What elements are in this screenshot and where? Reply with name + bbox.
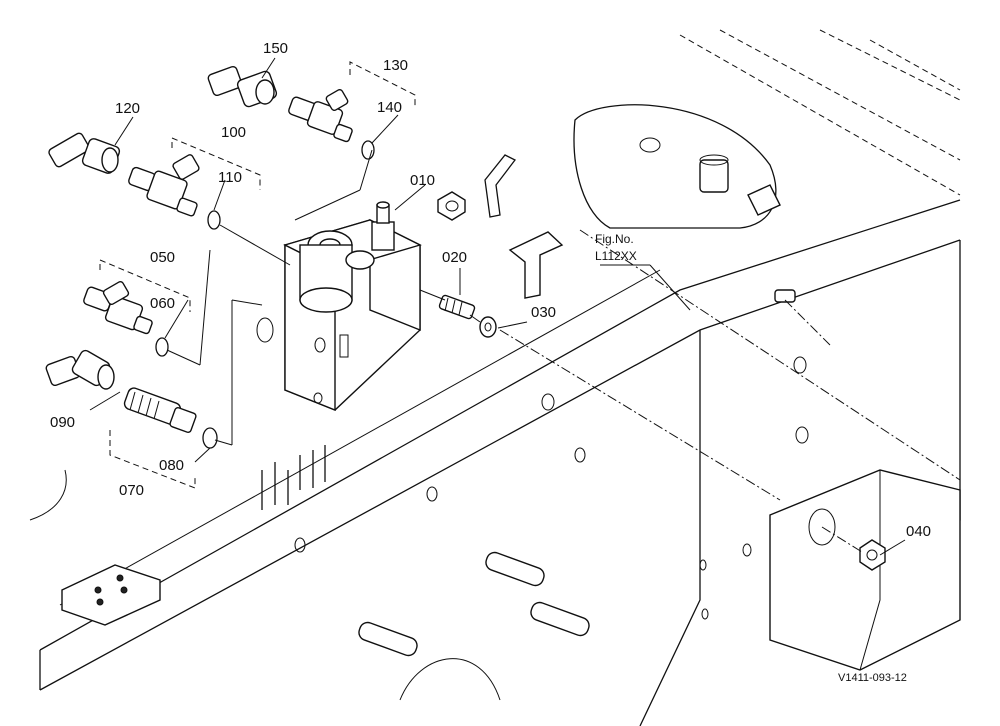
- fittings: [45, 65, 886, 657]
- label-070: 070: [119, 482, 144, 499]
- figure-reference: Fig.No. L112XX: [595, 232, 637, 263]
- label-130: 130: [383, 57, 408, 74]
- nut: [437, 191, 466, 221]
- part-labels: 150 130 140 120 100 110 010 050 020 060 …: [50, 40, 931, 540]
- leader-lines: [89, 57, 906, 556]
- flange-nut-040: [859, 539, 886, 571]
- label-060: 060: [150, 295, 175, 312]
- label-020: 020: [442, 249, 467, 266]
- label-120: 120: [115, 100, 140, 117]
- label-100: 100: [221, 124, 246, 141]
- studs: [358, 551, 590, 657]
- label-140: 140: [377, 99, 402, 116]
- label-050: 050: [150, 249, 175, 266]
- o-ring-110: [207, 210, 221, 230]
- control-valve-assembly: [256, 201, 422, 412]
- stud-bolt-020: [438, 294, 476, 320]
- fig-no-label: Fig.No.: [595, 232, 634, 246]
- tractor-frame: [29, 29, 961, 726]
- adapter-070: [123, 387, 197, 434]
- elbow-fitting-090: [45, 349, 115, 390]
- label-010: 010: [410, 172, 435, 189]
- label-030: 030: [531, 304, 556, 321]
- elbow-fitting-120: [48, 132, 121, 174]
- label-040: 040: [906, 523, 931, 540]
- fig-no-value: L112XX: [595, 249, 637, 263]
- label-150: 150: [263, 40, 288, 57]
- o-ring-140: [361, 140, 375, 160]
- tee-fitting-100: [128, 154, 200, 217]
- label-110: 110: [218, 169, 242, 186]
- tee-fitting-050: [83, 280, 153, 335]
- label-080: 080: [159, 457, 184, 474]
- washer-030: [479, 316, 497, 338]
- group-brackets: [99, 61, 416, 489]
- drawing-number: V1411-093-12: [838, 672, 907, 684]
- elbow-fitting-150: [207, 65, 278, 108]
- tee-fitting-130: [288, 88, 353, 143]
- o-ring-080: [202, 427, 218, 449]
- o-ring-060: [155, 337, 169, 357]
- label-090: 090: [50, 414, 75, 431]
